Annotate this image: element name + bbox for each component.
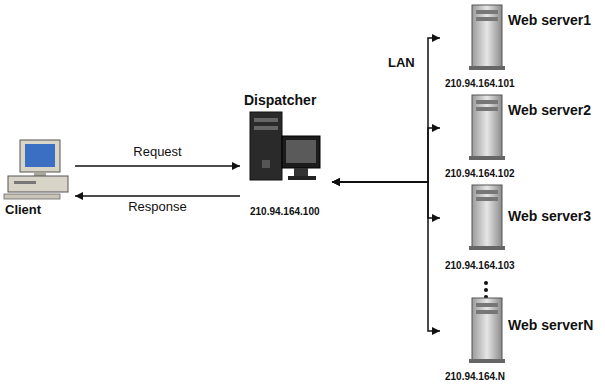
server-tower [469, 5, 505, 70]
server-tower [469, 185, 505, 250]
server-node: Web server1 210.94.164.101 [440, 2, 600, 92]
node-name: Web server1 [508, 12, 591, 28]
ip-address: 210.94.164.100 [250, 206, 320, 218]
server-tower [469, 95, 505, 160]
connector-arrow [332, 38, 440, 182]
server-node: Web serverN 210.94.164.N [440, 295, 600, 385]
connector-arrow [332, 182, 440, 331]
node-name: Dispatcher [244, 92, 316, 108]
ip-address: 210.94.164.103 [445, 260, 515, 272]
connector-arrow [332, 128, 440, 182]
server-tower [469, 298, 505, 363]
ip-address: 210.94.164.N [445, 371, 505, 383]
network-label: LAN [388, 56, 415, 71]
node-name: Web server2 [508, 102, 591, 118]
dispatcher-computer [250, 112, 320, 180]
node-name: Web server3 [508, 208, 591, 224]
server-node: Web server3 210.94.164.103 [440, 182, 600, 273]
connector-arrow [332, 182, 440, 218]
server-node: Web server2 210.94.164.102 [440, 92, 600, 182]
edge-label: Response [126, 200, 189, 215]
node-name: Client [5, 203, 41, 218]
ip-address: 210.94.164.101 [445, 78, 515, 90]
client-computer [4, 140, 68, 199]
node-name: Web serverN [508, 317, 593, 333]
ip-address: 210.94.164.102 [445, 168, 515, 180]
connector-arrow [75, 195, 240, 197]
client-node: Client [3, 138, 75, 223]
dispatcher-node: Dispatcher 210.94.164.100 [240, 92, 332, 222]
connector-arrow [75, 165, 240, 167]
edge-label: Request [131, 145, 183, 160]
ellipsis-dots [484, 281, 488, 299]
